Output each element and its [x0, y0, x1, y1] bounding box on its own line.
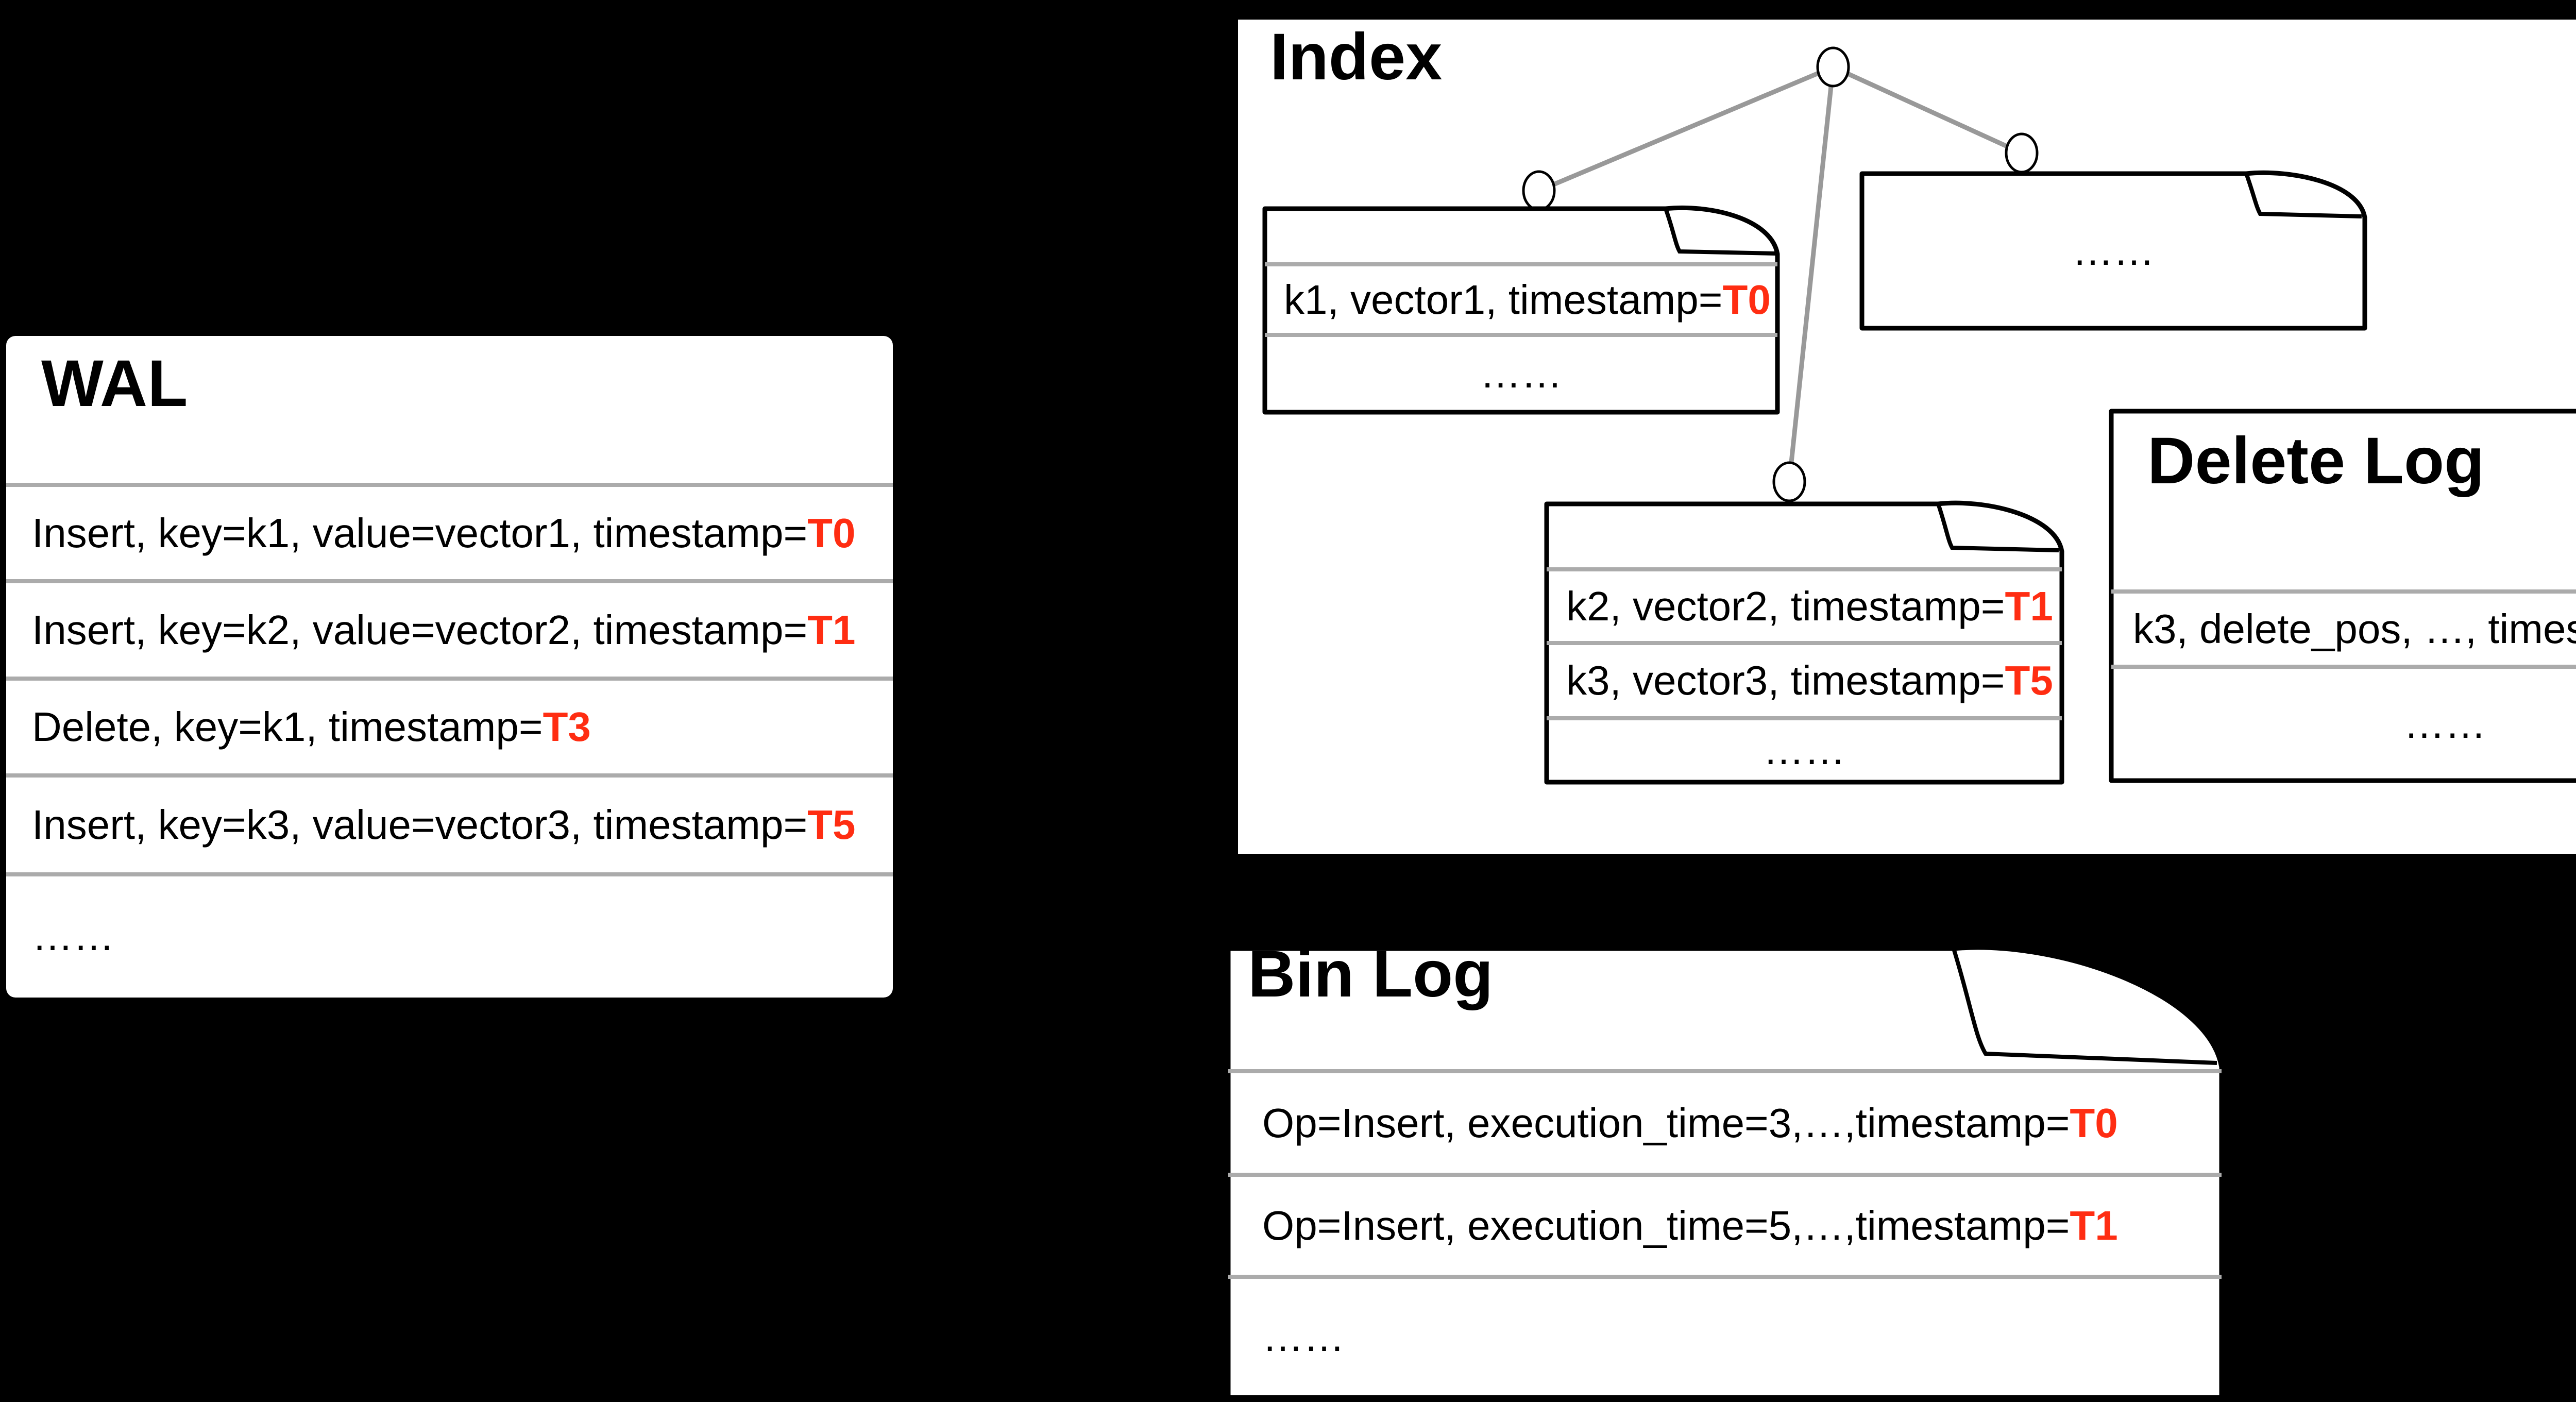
index-page-k1-row-1: k1, vector1, timestamp=T0 — [1284, 264, 1771, 335]
bin-log-row-ellipsis: …… — [1262, 1277, 2210, 1397]
wal-row-4: Insert, key=k3, value=vector3, timestamp… — [32, 775, 882, 874]
index-page-more-row-ellipsis: …… — [1862, 174, 2365, 328]
wal-row-3-text: Delete, key=k1, timestamp= — [32, 704, 543, 750]
delete-log-row-1-text: k3, delete_pos, …, timestamp= — [2133, 606, 2576, 652]
wal-row-3: Delete, key=k1, timestamp=T3 — [32, 679, 882, 775]
wal-row-2-text: Insert, key=k2, value=vector2, timestamp… — [32, 607, 808, 653]
index-title: Index — [1270, 20, 1443, 94]
index-page-k2-row-2: k3, vector3, timestamp=T5 — [1566, 643, 2056, 718]
index-page-k1-ellipsis-text: …… — [1480, 350, 1563, 396]
bin-log-fold-icon — [1952, 948, 2217, 1065]
delete-log-row-1: k3, delete_pos, …, timestamp=T3 — [2133, 592, 2576, 667]
index-page-k1-separators — [1265, 262, 1777, 337]
bin-log-shape — [1226, 945, 2224, 1400]
bin-log-row-1: Op=Insert, execution_time=3,…,timestamp=… — [1262, 1071, 2210, 1175]
index-page-k2-separators — [1547, 567, 2062, 720]
wal-row-2-timestamp: T1 — [807, 607, 856, 653]
index-page-k2-row-1-text: k2, vector2, timestamp= — [1566, 583, 2005, 629]
wal-panel-shape — [6, 336, 893, 998]
wal-row-4-timestamp: T5 — [807, 802, 856, 848]
index-tree-edges — [1538, 64, 2023, 482]
delete-log-row-ellipsis: …… — [2111, 667, 2576, 781]
tree-node-left — [1522, 170, 1556, 211]
delete-log-shape — [2109, 409, 2576, 783]
bin-log-row-1-timestamp: T0 — [2070, 1100, 2118, 1146]
wal-row-1-text: Insert, key=k1, value=vector1, timestamp… — [32, 510, 808, 556]
wal-row-3-timestamp: T3 — [543, 704, 591, 750]
wal-row-2: Insert, key=k2, value=vector2, timestamp… — [32, 581, 882, 679]
index-page-k1-fold-icon — [1664, 208, 1776, 256]
index-tree-nodes — [1522, 46, 2039, 502]
tree-edge-root-left — [1538, 64, 1834, 193]
wal-title: WAL — [41, 347, 188, 420]
index-page-more-fold-icon — [2244, 173, 2362, 218]
tree-edge-root-middle — [1787, 66, 1836, 482]
bin-log-title: Bin Log — [1248, 937, 1494, 1011]
index-page-more-shape — [1859, 170, 2367, 331]
index-page-k2-row-1-timestamp: T1 — [2005, 583, 2053, 629]
bin-log-ellipsis-text: …… — [1262, 1314, 1345, 1360]
wal-row-4-text: Insert, key=k3, value=vector3, timestamp… — [32, 802, 808, 848]
index-page-more-ellipsis-text: …… — [2072, 228, 2155, 274]
index-page-k2-fold-icon — [1936, 503, 2059, 552]
tree-node-root — [1816, 46, 1850, 88]
index-page-k1-row-1-text: k1, vector1, timestamp= — [1284, 277, 1723, 323]
index-page-k1-row-ellipsis: …… — [1265, 335, 1777, 412]
wal-row-1: Insert, key=k1, value=vector1, timestamp… — [32, 485, 882, 581]
delete-log-ellipsis-text: …… — [2403, 701, 2486, 747]
wal-row-ellipsis-text: …… — [32, 913, 114, 959]
bin-log-separators — [1228, 1069, 2222, 1279]
delete-log-separators — [2111, 589, 2576, 669]
tree-node-middle — [1772, 461, 1806, 502]
index-page-k1-row-1-timestamp: T0 — [1722, 277, 1771, 323]
wal-row-ellipsis: …… — [32, 874, 882, 998]
index-page-k1-shape — [1262, 205, 1780, 415]
index-page-k2-row-ellipsis: …… — [1547, 718, 2062, 782]
index-page-k2-row-1: k2, vector2, timestamp=T1 — [1566, 569, 2056, 643]
delete-log-title: Delete Log — [2147, 424, 2485, 498]
bin-log-row-2: Op=Insert, execution_time=5,…,timestamp=… — [1262, 1175, 2210, 1277]
index-page-k2-row-2-timestamp: T5 — [2005, 657, 2053, 703]
bin-log-row-2-text: Op=Insert, execution_time=5,…,timestamp= — [1262, 1203, 2070, 1248]
tree-node-right — [2005, 132, 2039, 174]
index-page-k2-ellipsis-text: …… — [1763, 727, 1845, 773]
index-page-k2-row-2-text: k3, vector3, timestamp= — [1566, 657, 2005, 703]
wal-row-separators — [6, 483, 893, 876]
bin-log-row-2-timestamp: T1 — [2070, 1203, 2118, 1248]
tree-edge-root-right — [1832, 64, 2023, 156]
wal-row-1-timestamp: T0 — [807, 510, 856, 556]
bin-log-row-1-text: Op=Insert, execution_time=3,…,timestamp= — [1262, 1100, 2070, 1146]
